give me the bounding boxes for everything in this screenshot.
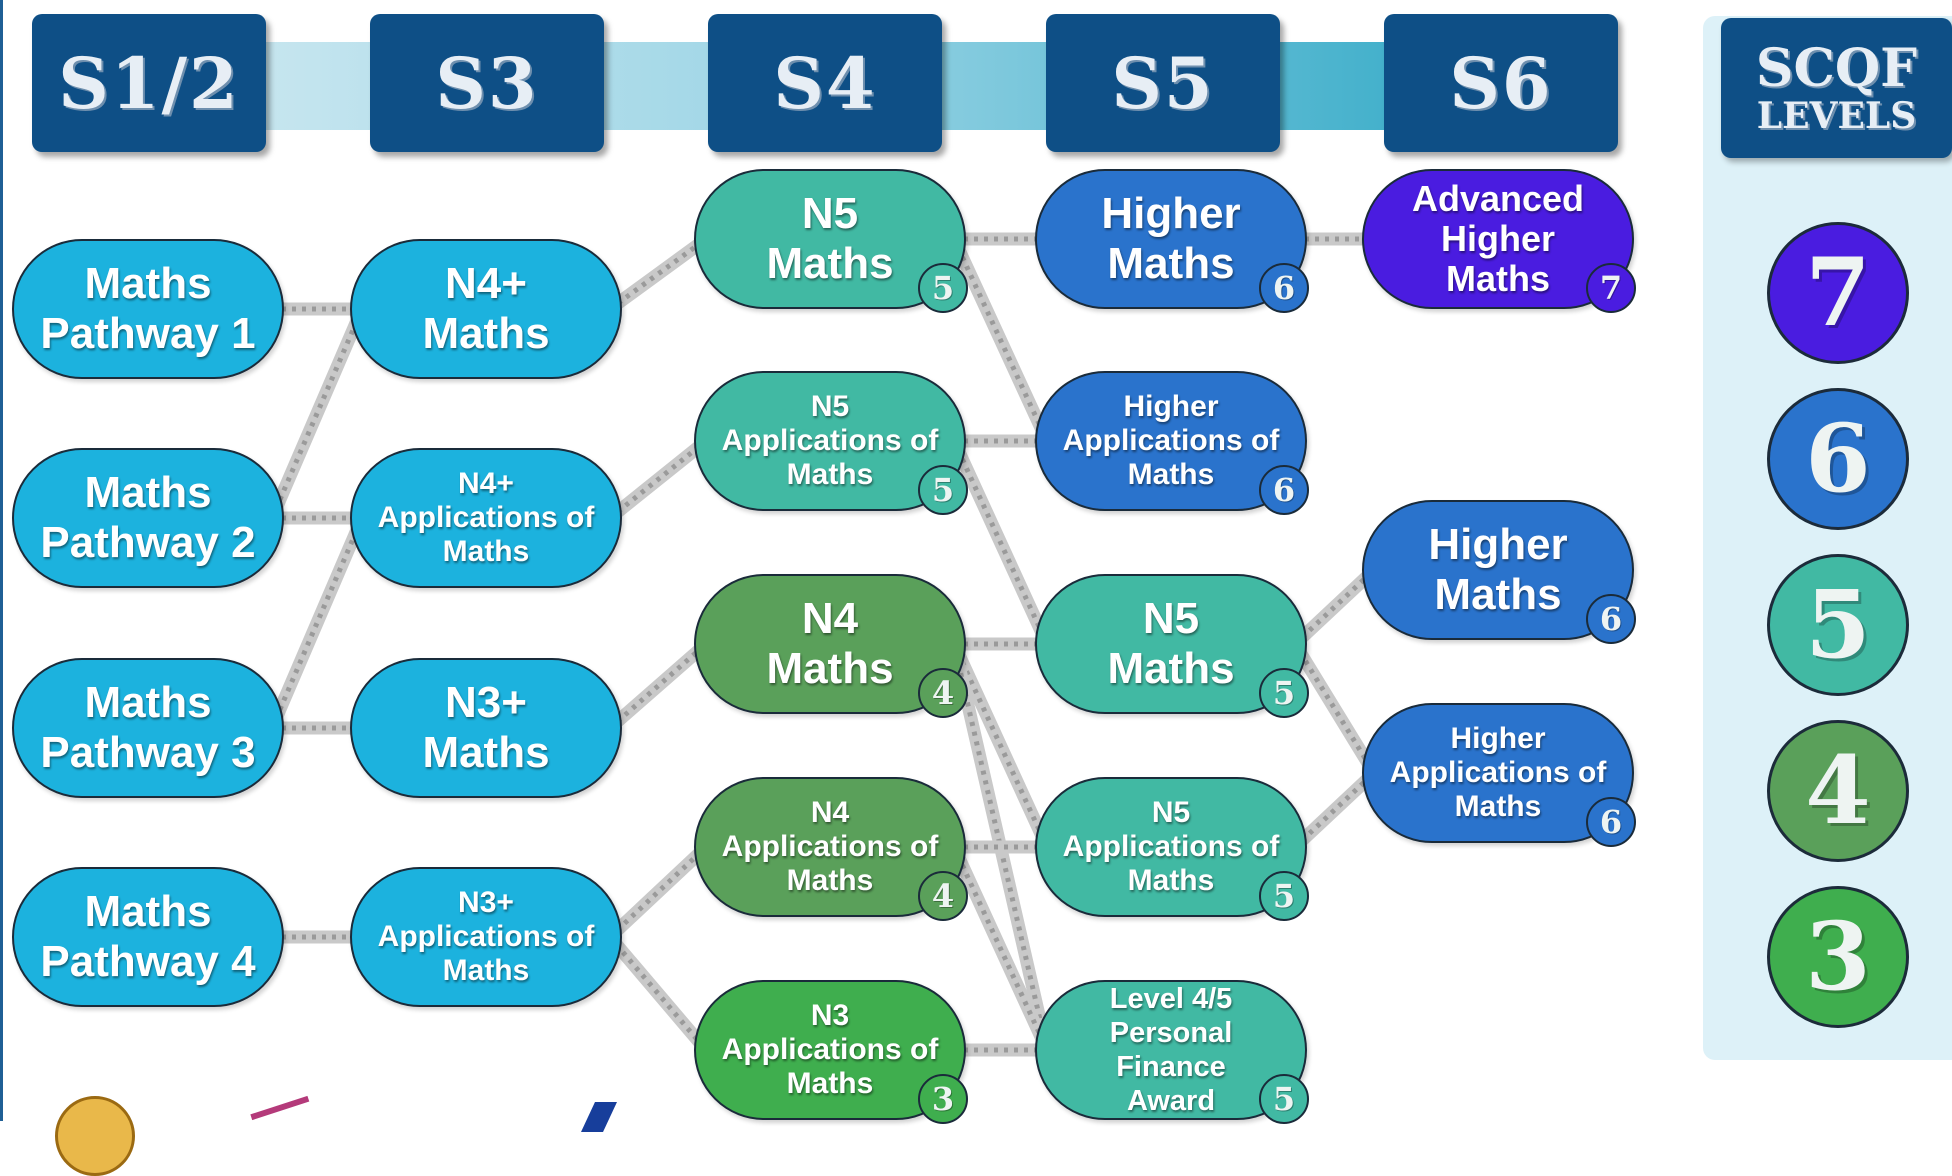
node-s5-personal-finance-award: Level 4/5 Personal Finance Award 5 [1035, 980, 1309, 1124]
node-label: N4+ Applications of Maths [377, 467, 595, 568]
pathway-link-pattern [1293, 568, 1376, 646]
node-label: N4 Applications of Maths [721, 796, 939, 897]
node-s4-n4-applications: N4 Applications of Maths 4 [694, 777, 968, 921]
node-label: N4+ Maths [422, 259, 550, 358]
scqf-level-4-circle: 4 [1767, 720, 1909, 862]
scqf-level-5-badge: 5 [1259, 668, 1309, 718]
pathway-links [265, 232, 1381, 1057]
scqf-level-3-badge: 3 [918, 1074, 968, 1124]
pathway-link-pattern [608, 845, 708, 939]
pathway-link [265, 511, 369, 735]
left-border [0, 0, 3, 1121]
scqf-level-5-badge: 5 [918, 465, 968, 515]
scqf-level-6-badge: 6 [1586, 797, 1636, 847]
node-s5-n5-applications: N5 Applications of Maths 5 [1035, 777, 1309, 921]
school-crest-logo [55, 1096, 135, 1176]
node-s5-n5-maths: N5 Maths 5 [1035, 574, 1309, 718]
scqf-level-7-badge: 7 [1586, 263, 1636, 313]
node-label: N5 Maths [766, 189, 894, 288]
scqf-level-5-badge: 5 [918, 263, 968, 313]
pathway-link-pattern [1293, 771, 1376, 849]
node-label: Higher Maths [1101, 189, 1241, 288]
node-s4-n5-maths: N5 Maths 5 [694, 169, 968, 313]
node-n3-plus-applications: N3+ Applications of Maths [350, 867, 622, 1007]
scqf-level-5-circle: 5 [1767, 554, 1909, 696]
node-s4-n4-maths: N4 Maths 4 [694, 574, 968, 718]
pathway-link-pattern [269, 517, 365, 729]
scqf-level-6-circle: 6 [1767, 388, 1909, 530]
pathway-link [1288, 637, 1381, 780]
scqf-level-7-circle: 7 [1767, 222, 1909, 364]
scqf-subtitle: LEVELS [1756, 95, 1917, 137]
scqf-level-5-badge: 5 [1259, 1074, 1309, 1124]
node-label: N5 Applications of Maths [1062, 796, 1280, 897]
pathway-link-pattern [608, 642, 708, 730]
node-label: N3+ Applications of Maths [377, 886, 595, 987]
stage-s1-2-header: S1/2 [32, 14, 266, 152]
pathway-link-pattern [951, 237, 1050, 443]
scqf-level-6-badge: 6 [1259, 465, 1309, 515]
node-label: Level 4/5 Personal Finance Award [1109, 983, 1233, 1117]
scqf-level-6-badge: 6 [1586, 594, 1636, 644]
node-s6-advanced-higher-maths: Advanced Higher Maths 7 [1362, 169, 1636, 313]
stage-s5-header: S5 [1046, 14, 1280, 152]
node-n4-plus-maths: N4+ Maths [350, 239, 622, 379]
scqf-level-3-circle: 3 [1767, 886, 1909, 1028]
scqf-level-5-badge: 5 [1259, 871, 1309, 921]
stage-s3-header: S3 [370, 14, 604, 152]
node-s5-higher-applications: Higher Applications of Maths 6 [1035, 371, 1309, 515]
node-maths-pathway-2: Maths Pathway 2 [12, 448, 284, 588]
node-label: N3 Applications of Maths [721, 999, 939, 1100]
node-maths-pathway-1: Maths Pathway 1 [12, 239, 284, 379]
node-label: Maths Pathway 3 [40, 678, 256, 777]
node-label: N3+ Maths [422, 678, 550, 777]
pathway-link-pattern [608, 439, 708, 520]
node-s6-higher-applications: Higher Applications of Maths 6 [1362, 703, 1636, 847]
node-label: N5 Applications of Maths [721, 390, 939, 491]
pathway-link-pattern [608, 935, 708, 1052]
stage-s6-header: S6 [1384, 14, 1618, 152]
pathway-link-pattern [951, 439, 1050, 646]
node-s4-n5-applications: N5 Applications of Maths 5 [694, 371, 968, 515]
node-label: Higher Applications of Maths [1062, 390, 1280, 491]
pathway-link [603, 232, 713, 316]
stage-s4-header: S4 [708, 14, 942, 152]
node-label: Maths Pathway 2 [40, 468, 256, 567]
node-s6-higher-maths: Higher Maths 6 [1362, 500, 1636, 644]
pathway-link-pattern [951, 845, 1050, 1052]
scqf-title: SCQF [1755, 38, 1918, 99]
node-label: Higher Maths [1428, 520, 1568, 619]
node-label: Advanced Higher Maths [1411, 178, 1585, 299]
scqf-level-4-badge: 4 [918, 668, 968, 718]
scqf-level-6-badge: 6 [1259, 263, 1309, 313]
node-label: Maths Pathway 4 [40, 887, 256, 986]
scqf-level-4-badge: 4 [918, 871, 968, 921]
node-maths-pathway-3: Maths Pathway 3 [12, 658, 284, 798]
pathway-link-pattern [951, 642, 1050, 849]
node-label: Higher Applications of Maths [1389, 722, 1607, 823]
node-label: N4 Maths [766, 594, 894, 693]
pathway-link-pattern [269, 308, 365, 519]
scqf-levels-header: SCQF LEVELS [1721, 18, 1952, 158]
node-n4-plus-applications: N4+ Applications of Maths [350, 448, 622, 588]
node-maths-pathway-4: Maths Pathway 4 [12, 867, 284, 1007]
node-n3-plus-maths: N3+ Maths [350, 658, 622, 798]
node-s4-n3-applications: N3 Applications of Maths 3 [694, 980, 968, 1124]
node-label: Maths Pathway 1 [40, 259, 256, 358]
node-label: N5 Maths [1107, 594, 1235, 693]
node-s5-higher-maths: Higher Maths 6 [1035, 169, 1309, 313]
